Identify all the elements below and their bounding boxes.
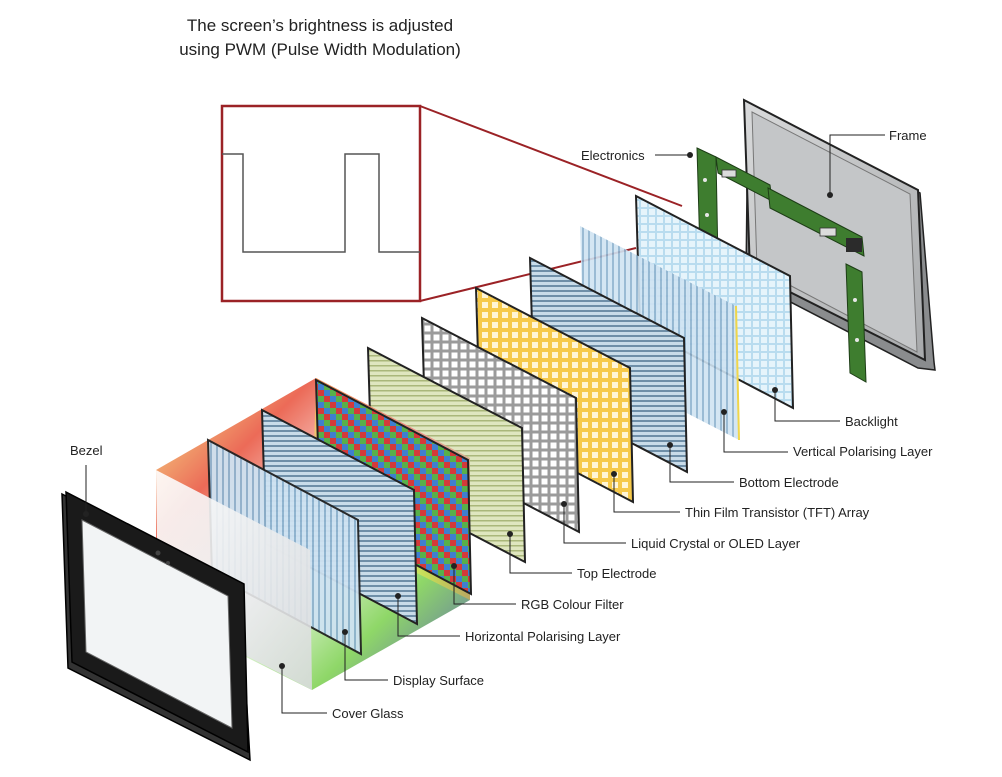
label-top-electrode: Top Electrode <box>577 566 657 581</box>
label-display-surface: Display Surface <box>393 673 484 688</box>
caption-line-2: using PWM (Pulse Width Modulation) <box>179 40 461 59</box>
label-backlight: Backlight <box>845 414 898 429</box>
pwm-waveform <box>222 153 420 253</box>
label-cover-glass: Cover Glass <box>332 706 404 721</box>
tablet-bezel <box>61 490 251 762</box>
label-liquid-crystal: Liquid Crystal or OLED Layer <box>631 536 801 551</box>
camera-dot <box>155 550 161 556</box>
caption-line-1: The screen’s brightness is adjusted <box>186 16 454 35</box>
label-bezel: Bezel <box>70 443 103 458</box>
pwm-zoom-box <box>220 104 683 303</box>
label-horizontal-polarising: Horizontal Polarising Layer <box>465 629 621 644</box>
label-vertical-polarising: Vertical Polarising Layer <box>793 444 933 459</box>
label-bottom-electrode: Bottom Electrode <box>739 475 839 490</box>
leader-lines <box>83 134 885 714</box>
caption: The screen’s brightness is adjusted usin… <box>150 14 490 62</box>
label-rgb-filter: RGB Colour Filter <box>521 597 624 612</box>
label-tft-array: Thin Film Transistor (TFT) Array <box>685 505 870 520</box>
label-electronics: Electronics <box>581 148 645 163</box>
labels: Electronics Frame Backlight Vertical Pol… <box>70 128 933 721</box>
label-frame: Frame <box>889 128 927 143</box>
electronics-board <box>696 147 867 383</box>
